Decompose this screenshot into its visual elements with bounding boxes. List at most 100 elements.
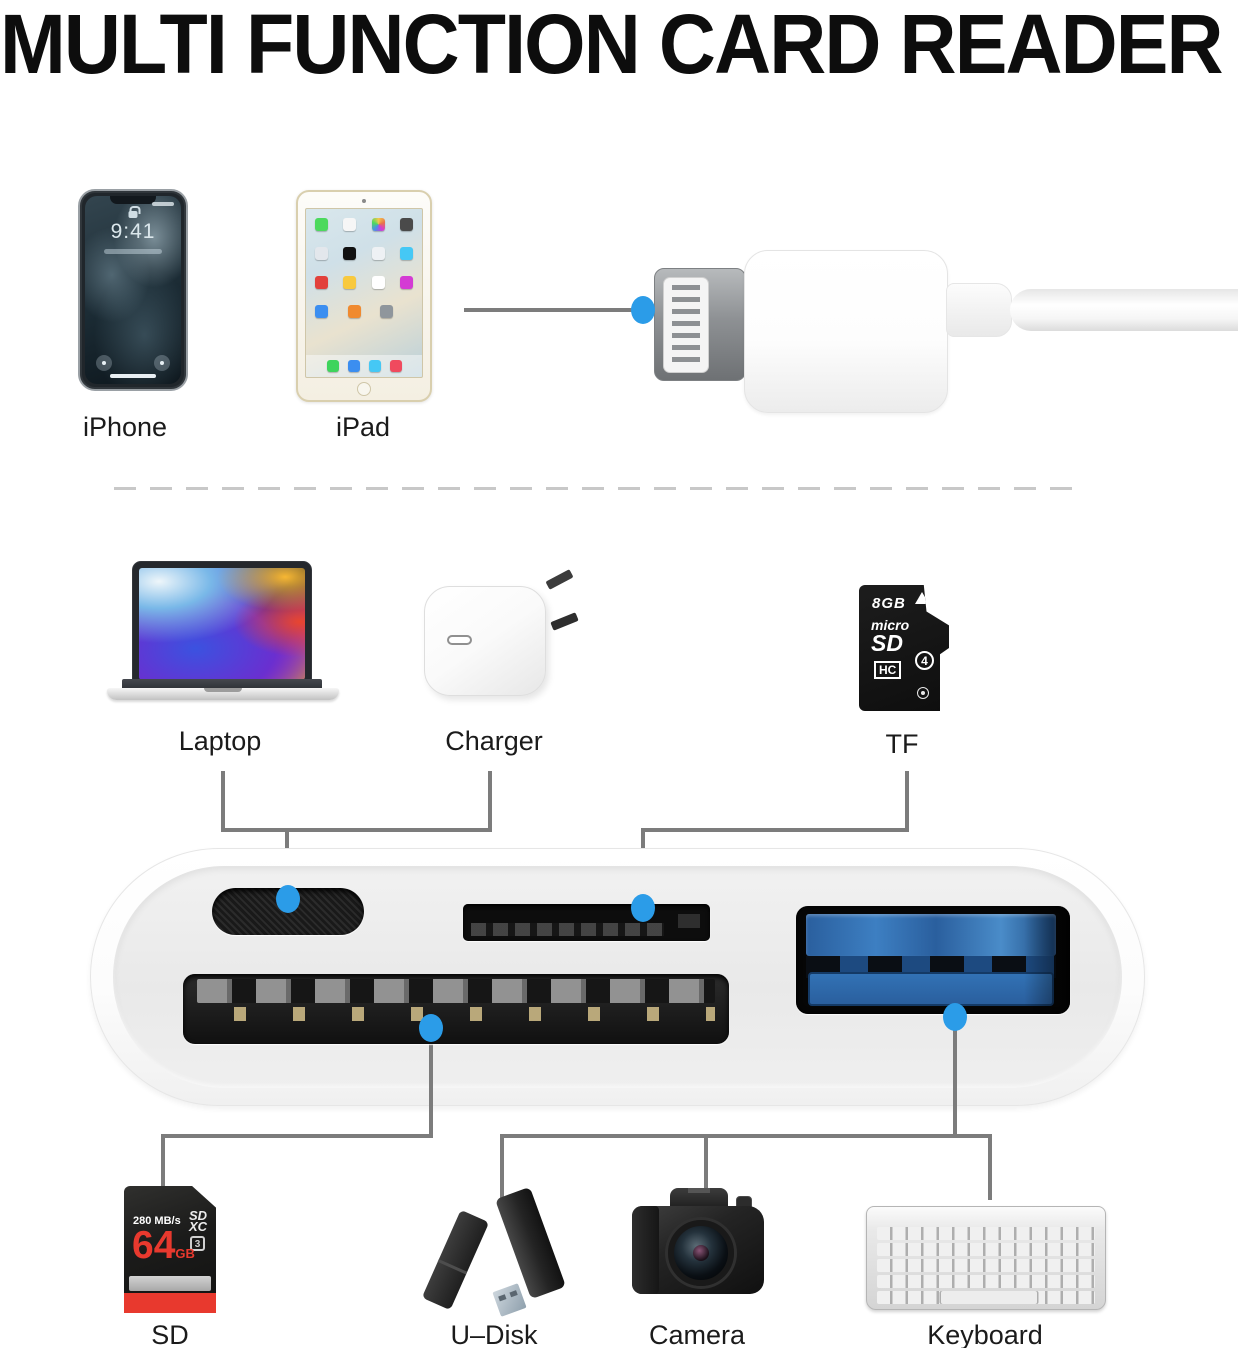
ipad-label: iPad <box>335 412 391 442</box>
lightning-cable-neck <box>946 283 1012 337</box>
keyboard-key-row <box>877 1259 1095 1272</box>
bracket-line <box>161 1134 433 1138</box>
bracket-line <box>161 1134 165 1200</box>
sd-card-image: 280 MB/s SD XC 3 64GB <box>124 1186 216 1313</box>
bracket-line <box>704 1134 708 1200</box>
app-icon <box>343 218 357 231</box>
camera-hot-shoe <box>688 1188 710 1193</box>
connection-dot-lightning-port <box>276 885 300 913</box>
app-icon <box>326 360 339 372</box>
ipad-app-row <box>315 276 413 289</box>
tf-brand-hc: HC <box>874 661 902 679</box>
tf-brand-sd: SD <box>871 630 903 656</box>
ipad-screen <box>305 208 423 378</box>
lightning-plug-body <box>744 250 948 413</box>
iphone-notch <box>110 196 156 204</box>
tf-slot-contacts <box>471 923 664 936</box>
front-camera-dot <box>362 199 366 203</box>
bracket-line <box>500 1134 504 1200</box>
app-icon <box>371 276 385 289</box>
tf-label: TF <box>885 729 919 759</box>
app-icon <box>371 218 385 231</box>
app-icon <box>315 276 328 289</box>
app-icon <box>347 305 361 318</box>
ipad-app-row <box>315 305 393 318</box>
keyboard-key-row <box>877 1227 1095 1240</box>
flashlight-icon <box>96 355 112 371</box>
iphone-screen: 9:41 <box>85 196 181 384</box>
camera-grip <box>632 1206 659 1294</box>
camera-image <box>628 1188 768 1312</box>
app-icon <box>315 305 328 318</box>
lightning-cable <box>1010 289 1238 331</box>
laptop-keyboard-deck <box>122 679 322 690</box>
iphone-clock: 9:41 <box>110 220 156 243</box>
laptop-base <box>107 688 339 700</box>
usb-flash-drive <box>494 1186 567 1300</box>
sd-capacity: 64GB <box>132 1226 195 1265</box>
sd-label: SD <box>151 1320 189 1348</box>
usb-connector <box>492 1283 527 1317</box>
app-icon <box>399 276 413 289</box>
sd-card-slot <box>183 974 729 1044</box>
app-icon <box>315 218 328 231</box>
tf-slot-chip <box>678 914 700 928</box>
sd-speed-text: 280 MB/s <box>133 1215 181 1227</box>
keyboard-image <box>866 1206 1106 1310</box>
charger-image <box>424 586 546 696</box>
iphone-label: iPhone <box>82 412 168 442</box>
camera-icon <box>154 355 170 371</box>
app-icon <box>389 360 402 372</box>
connector-line-ipad-to-plug <box>464 308 642 312</box>
laptop-wallpaper <box>139 568 305 680</box>
tf-card-slot <box>463 904 710 941</box>
app-icon <box>380 305 393 318</box>
sd-u3-class-mark: 3 <box>190 1236 205 1251</box>
connection-dot-sd-slot <box>419 1014 443 1042</box>
app-icon <box>399 218 413 231</box>
sd-capacity-unit: GB <box>175 1246 195 1261</box>
lock-icon <box>128 206 141 218</box>
app-icon <box>371 247 385 260</box>
udisk-label: U–Disk <box>450 1320 538 1348</box>
usb-port-housing <box>806 914 1056 956</box>
bracket-line <box>429 1028 433 1137</box>
connection-dot-tf-slot <box>631 894 655 922</box>
app-icon <box>347 360 360 372</box>
home-indicator <box>110 374 156 378</box>
sd-red-stripe <box>124 1293 216 1313</box>
dashed-divider <box>114 487 1080 490</box>
keyboard-spacebar <box>941 1291 1037 1304</box>
ipad-app-row <box>315 218 413 231</box>
sdxc-logo: SD XC <box>188 1208 207 1234</box>
ipad-image <box>296 190 432 402</box>
app-icon <box>343 276 357 289</box>
usb-port <box>796 906 1070 1014</box>
tf-insert-triangle <box>915 592 929 604</box>
udisk-image <box>420 1186 590 1317</box>
home-button <box>357 382 371 396</box>
keyboard-key-row <box>877 1275 1095 1288</box>
tf-card-image: 8GB micro SD HC 4 <box>859 585 949 711</box>
page-title: MULTI FUNCTION CARD READER <box>0 0 1224 91</box>
app-icon <box>368 360 381 372</box>
sd-slot-pins <box>197 1007 715 1021</box>
laptop-lid-notch <box>204 688 242 692</box>
app-icon <box>315 247 328 260</box>
laptop-label: Laptop <box>178 726 262 756</box>
sd-slot-contacts <box>197 979 715 1003</box>
bracket-line <box>221 771 225 832</box>
sd-capacity-number: 64 <box>132 1224 176 1267</box>
app-icon <box>343 247 357 260</box>
bracket-line <box>488 771 492 832</box>
usb-port-shadow <box>1024 906 1070 1014</box>
sdxc-logo-bottom: XC <box>188 1219 207 1234</box>
iphone-date-text <box>104 249 162 254</box>
tf-speed-class: 4 <box>915 651 934 670</box>
lightning-plug-tip <box>654 268 746 381</box>
charger-prong <box>545 569 574 590</box>
bracket-line <box>905 771 909 832</box>
sdxc-logo-top: SD <box>188 1208 207 1223</box>
bracket-line <box>500 1134 992 1138</box>
